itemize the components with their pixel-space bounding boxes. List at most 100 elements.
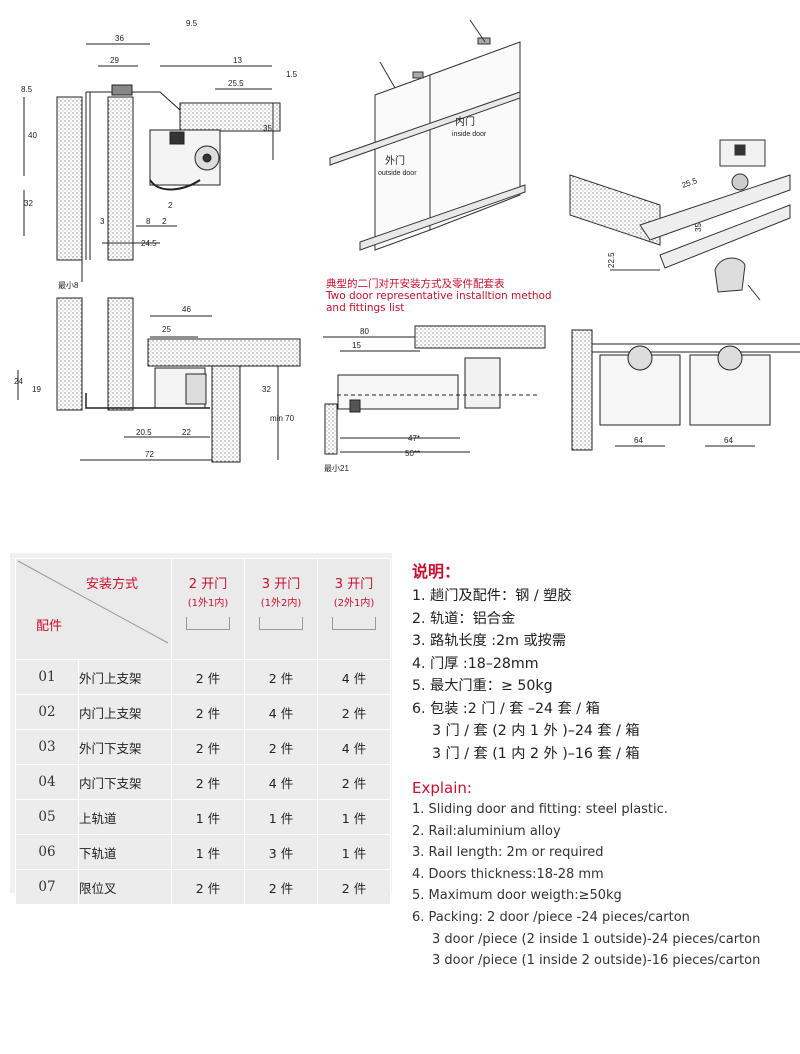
explain-en-title: Explain: bbox=[412, 779, 472, 797]
dim-label: 15 bbox=[352, 341, 361, 350]
explain-en-line: 3 door /piece (2 inside 1 outside)-24 pi… bbox=[432, 931, 761, 947]
table-header-row: 安装方式 配件 2 开门 (1外1内) 3 开门 (1外2内) 3 开门 (2外… bbox=[15, 558, 391, 660]
outer-door-label-en: outside door bbox=[378, 170, 417, 177]
diagram-title-en-2: and fittings list bbox=[326, 302, 405, 314]
dim-label: 3 bbox=[100, 217, 105, 226]
explain-cn-line: 3. 路轨长度 :2m 或按需 bbox=[412, 633, 567, 649]
table-row: 05 上轨道 1 件 1 件 1 件 bbox=[15, 799, 391, 835]
dim-label: 47* bbox=[408, 434, 420, 443]
min-label: 最小8 bbox=[58, 281, 79, 290]
row-value: 2 件 bbox=[317, 764, 391, 800]
row-part-name: 下轨道 bbox=[78, 834, 172, 870]
row-value: 4 件 bbox=[244, 694, 318, 730]
cabinet-top-board bbox=[179, 102, 281, 132]
row-value: 2 件 bbox=[171, 694, 245, 730]
explain-cn-title: 说明： bbox=[412, 562, 461, 581]
explain-en-line: 5. Maximum door weigth:≥50kg bbox=[412, 888, 622, 904]
dim-label: 25.5 bbox=[228, 79, 244, 88]
dim-label: 50** bbox=[405, 449, 420, 458]
dim-label: 64 bbox=[634, 436, 643, 445]
table-row: 03 外门下支架 2 件 2 件 4 件 bbox=[15, 729, 391, 765]
dim-label: 80 bbox=[360, 327, 369, 336]
dim-label: 2 bbox=[162, 217, 167, 226]
explain-en-line: 2. Rail:aluminium alloy bbox=[412, 823, 561, 839]
explain-cn-line: 4. 门厚 :18–28mm bbox=[412, 655, 539, 672]
row-value: 2 件 bbox=[244, 729, 318, 765]
header-parts-label: 配件 bbox=[36, 619, 63, 634]
diagram-title: 典型的二门对开安装方式及零件配套表 Two door representativ… bbox=[326, 278, 552, 314]
outer-door-panel bbox=[56, 96, 83, 261]
fittings-table-panel: 安装方式 配件 2 开门 (1外1内) 3 开门 (1外2内) 3 开门 (2外… bbox=[10, 553, 392, 905]
section-view-top-left-dims: 36 29 9.5 13 25.5 1.5 8.5 40 35 32 3 8 2… bbox=[21, 19, 298, 290]
explain-en-line: 1. Sliding door and fitting: steel plast… bbox=[412, 802, 668, 817]
explain-cn-line: 2. 轨道：铝合金 bbox=[412, 610, 516, 627]
front-view-hardware bbox=[571, 329, 800, 451]
dim-label: min 70 bbox=[270, 414, 295, 423]
diagram-title-cn: 典型的二门对开安装方式及零件配套表 bbox=[326, 278, 505, 290]
dim-label: 1.5 bbox=[286, 70, 298, 79]
dim-label: 19 bbox=[32, 385, 41, 394]
diagram-title-en-1: Two door representative installtion meth… bbox=[326, 290, 552, 302]
column-header: 3 开门 (1外2内) bbox=[244, 558, 318, 660]
bracket-icon bbox=[259, 617, 303, 630]
dim-label: 24 bbox=[14, 377, 23, 386]
row-value: 2 件 bbox=[171, 659, 245, 695]
column-title: 3 开门 bbox=[334, 577, 374, 592]
row-value: 3 件 bbox=[244, 834, 318, 870]
section-view-bottom-middle bbox=[323, 325, 546, 455]
dim-label: 32 bbox=[262, 385, 271, 394]
dim-label: 29 bbox=[110, 56, 119, 65]
explain-cn-line: 3 门 / 套 (2 内 1 外 )–24 套 / 箱 bbox=[432, 723, 640, 739]
row-value: 2 件 bbox=[317, 694, 391, 730]
table-row: 06 下轨道 1 件 3 件 1 件 bbox=[15, 834, 391, 870]
row-part-name: 内门下支架 bbox=[78, 764, 172, 800]
explain-en-line: 3 door /piece (1 inside 2 outside)-16 pi… bbox=[432, 953, 761, 969]
fittings-table: 安装方式 配件 2 开门 (1外1内) 3 开门 (1外2内) 3 开门 (2外… bbox=[15, 558, 391, 905]
header-method-label: 安装方式 bbox=[86, 577, 139, 592]
table-row: 04 内门下支架 2 件 4 件 2 件 bbox=[15, 764, 391, 800]
section-view-bottom-left bbox=[17, 297, 301, 463]
row-value: 2 件 bbox=[244, 869, 318, 905]
explain-en-line: 6. Packing: 2 door /piece -24 pieces/car… bbox=[412, 909, 690, 925]
row-value: 2 件 bbox=[171, 764, 245, 800]
dim-label: 24.5 bbox=[141, 239, 157, 248]
perspective-view-doors bbox=[329, 19, 526, 251]
column-header: 3 开门 (2外1内) bbox=[317, 558, 391, 660]
dim-label: 9.5 bbox=[186, 19, 198, 28]
row-part-name: 外门上支架 bbox=[78, 659, 172, 695]
bracket-icon bbox=[332, 617, 376, 630]
explain-cn-line: 3 门 / 套 (1 内 2 外 )–16 套 / 箱 bbox=[432, 745, 640, 762]
inner-door-label-en: inside door bbox=[452, 131, 487, 138]
column-subtitle: (1外1内) bbox=[187, 598, 229, 609]
column-header: 2 开门 (1外1内) bbox=[171, 558, 245, 660]
row-part-name: 上轨道 bbox=[78, 799, 172, 835]
rail-clip bbox=[111, 84, 133, 96]
outer-door-label: 外门 bbox=[385, 154, 405, 167]
dim-label: 22 bbox=[182, 428, 191, 437]
table-row: 07 限位叉 2 件 2 件 2 件 bbox=[15, 869, 391, 905]
row-value: 2 件 bbox=[244, 659, 318, 695]
dim-label: 25 bbox=[162, 325, 171, 334]
column-title: 3 开门 bbox=[261, 577, 301, 592]
explain-en-line: 3. Rail length: 2m or required bbox=[412, 845, 604, 861]
row-number: 02 bbox=[15, 694, 79, 730]
row-value: 2 件 bbox=[171, 729, 245, 765]
row-value: 1 件 bbox=[317, 799, 391, 835]
column-subtitle: (2外1内) bbox=[333, 598, 375, 609]
dim-label: 35 bbox=[694, 223, 703, 232]
table-corner-header: 安装方式 配件 bbox=[15, 558, 172, 660]
dim-label: 2 bbox=[168, 201, 173, 210]
diagonal-divider bbox=[17, 560, 169, 644]
installation-diagram: 36 29 9.5 13 25.5 1.5 8.5 40 35 32 3 8 2… bbox=[14, 19, 800, 473]
section-view-top-left bbox=[23, 43, 281, 282]
dim-label: 36 bbox=[115, 34, 124, 43]
table-row: 01 外门上支架 2 件 2 件 4 件 bbox=[15, 659, 391, 695]
explain-cn-line: 1. 趟门及配件：钢 / 塑胶 bbox=[412, 588, 572, 604]
row-part-name: 限位叉 bbox=[78, 869, 172, 905]
dim-label: 64 bbox=[724, 436, 733, 445]
row-number: 06 bbox=[15, 834, 79, 870]
row-value: 1 件 bbox=[171, 834, 245, 870]
dim-label: 72 bbox=[145, 450, 154, 459]
row-value: 1 件 bbox=[171, 799, 245, 835]
dim-label: 46 bbox=[182, 305, 191, 314]
